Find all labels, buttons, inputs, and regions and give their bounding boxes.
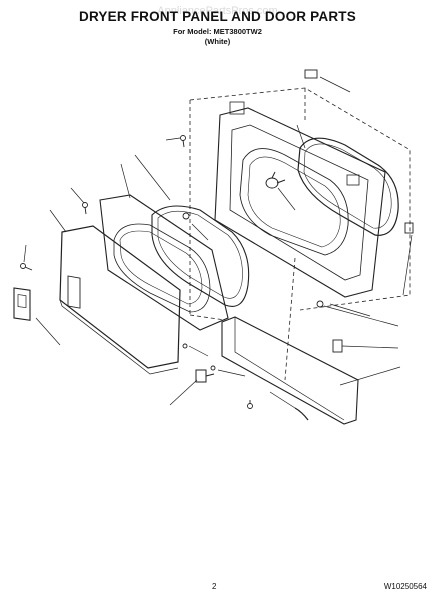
door-glass-5: [151, 205, 250, 307]
leader-lines: [23, 76, 413, 409]
inner-door-6: [99, 194, 229, 331]
light-socket-11: [265, 171, 286, 189]
toe-panel-17: [221, 316, 359, 425]
door-seal-9: [297, 137, 399, 236]
document-code: W10250564: [383, 582, 427, 591]
page-number: 2: [212, 582, 217, 591]
door-strike-15: [13, 287, 31, 321]
panel-opening: [239, 148, 349, 256]
panel-opening-inner: [247, 156, 341, 248]
model-line: For Model: MET3800TW2: [173, 27, 262, 36]
watermark-text: AppliancePartsPros.com: [157, 5, 278, 17]
hinge-19: [195, 369, 215, 383]
color-line: (White): [204, 37, 231, 46]
screw-items: [20, 69, 414, 421]
page-title: DRYER FRONT PANEL AND DOOR PARTS: [79, 9, 356, 24]
outer-door-7: [59, 225, 181, 375]
